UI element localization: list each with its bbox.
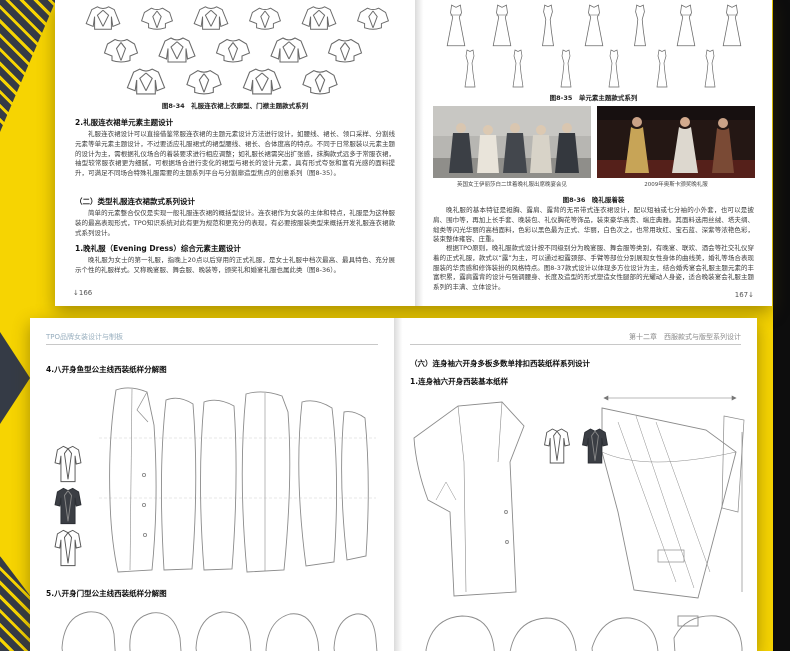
section-2-paragraph: 礼服连衣裙设计可以直接借鉴常服连衣裙的主题元素设计方法进行设计，如腰线、裙长、领…	[75, 130, 395, 177]
evening-dress-features-paragraph: 晚礼服的基本特征是袒胸、露肩、露背的无吊带式连衣裙设计，配以短袖或七分袖的小外套…	[433, 206, 754, 244]
evening-dress-heading: 1.晚礼服（Evening Dress）综合元素主题设计	[75, 244, 241, 253]
photo-queen-evening-dress	[433, 106, 591, 178]
raglan-basic-heading: 1.连身袖六开身西装基本纸样	[410, 377, 509, 386]
page-pattern-left: TPO品牌女装设计与制板 4.八开身鱼型公主线西装纸样分解图	[30, 318, 394, 651]
pattern-diagram-fish-princess	[54, 387, 376, 573]
section-4-heading: 4.八开身鱼型公主线西装纸样分解图	[46, 365, 167, 374]
page-number-166: ↓166	[73, 289, 93, 297]
pattern-diagram-partial-pieces	[425, 615, 743, 651]
section-5-heading: 5.八开身门型公主线西装纸样分解图	[46, 589, 167, 598]
running-header-right: 第十二章 西服款式与版型系列设计	[629, 333, 741, 341]
striped-corner-top-left	[0, 0, 56, 132]
tpo-principle-paragraph: 根据TPO原则，晚礼服款式设计按不同级别分为晚宴服、舞会服等类别，有晚宴、联欢、…	[433, 244, 754, 291]
page-pattern-right: 第十二章 西服款式与版型系列设计 （六）连身袖六开身多板多数单排扣西装纸样系列设…	[394, 318, 757, 651]
book-spread-top: 图8-34 礼服连衣裙上衣廓型、门襟主题款式系列 2.礼服连衣裙单元素主题设计 …	[55, 0, 772, 306]
photo-left-caption: 英国女王伊丽莎白二世着晚礼服出席晚宴会见	[456, 182, 567, 188]
section-6-heading: （六）连身袖六开身多板多数单排扣西装纸样系列设计	[410, 359, 590, 368]
dark-triangle-left-middle	[0, 332, 30, 424]
black-edge-strip	[773, 0, 790, 651]
evening-dress-paragraph: 晚礼服为女士的第一礼服，指晚上20点以后穿用的正式礼服，是女士礼服中档次最高、最…	[75, 256, 395, 274]
bolero-sketch-grid	[85, 6, 390, 95]
photo-right-caption: 2009年奥斯卡颁奖晚礼服	[644, 182, 708, 188]
pattern-diagram-partial-door-princess	[61, 611, 378, 651]
page-number-167: 167↓	[734, 291, 754, 299]
book-spread-bottom: TPO品牌女装设计与制板 4.八开身鱼型公主线西装纸样分解图	[30, 318, 757, 651]
figure-8-36-caption: 图8-36 晚礼服着装	[562, 196, 625, 204]
running-header-left: TPO品牌女装设计与制板	[46, 333, 124, 341]
page-166: 图8-34 礼服连衣裙上衣廓型、门襟主题款式系列 2.礼服连衣裙单元素主题设计 …	[55, 0, 415, 306]
figure-8-34-caption: 图8-34 礼服连衣裙上衣廓型、门襟主题款式系列	[161, 102, 309, 110]
section-2-heading: 2.礼服连衣裙单元素主题设计	[75, 118, 174, 127]
header-rule	[410, 344, 741, 345]
pattern-diagram-raglan-basic	[413, 395, 745, 599]
page-167: 图8-35 单元素主题款式系列 英国女王伊丽莎白二世着晚礼服出席晚宴会见	[415, 0, 772, 306]
section-2b-heading: （二）类型礼服连衣裙款式系列设计	[75, 197, 195, 206]
header-rule	[46, 344, 378, 345]
photo-oscar-red-carpet	[597, 106, 755, 178]
gown-sketch-grid	[446, 4, 742, 88]
section-2b-paragraph: 简单的元素整合仅仅是实现一般礼服连衣裙的概括型设计。连衣裙作为女装的主体和特点，…	[75, 209, 395, 237]
figure-8-35-caption: 图8-35 单元素主题款式系列	[549, 94, 638, 102]
